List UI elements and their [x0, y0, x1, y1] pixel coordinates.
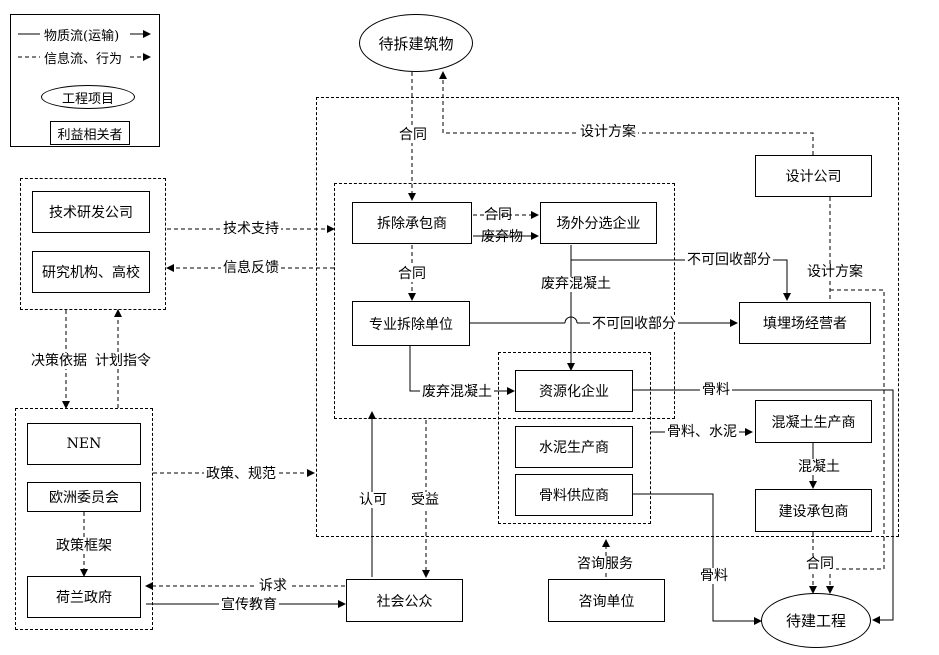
construction-contractor-node: 建设承包商 [755, 489, 872, 532]
edge-label-design-plan: 设计方案 [805, 264, 865, 280]
edge-label-contract: 合同 [396, 266, 428, 282]
legend-material-flow: 物质流(运输) [44, 29, 120, 44]
edge-label-publicity: 宣传教育 [219, 597, 279, 613]
project-to-build-node: 待建工程 [761, 593, 871, 648]
edge-label-contract: 合同 [484, 207, 512, 223]
legend-project-ellipse: 工程项目 [41, 85, 135, 109]
edge-label-policy-framework: 政策框架 [54, 538, 114, 554]
tech-rd-company-node: 技术研发公司 [32, 191, 150, 233]
professional-demolition-node: 专业拆除单位 [352, 301, 470, 346]
eu-commission-node: 欧洲委员会 [27, 482, 141, 512]
legend-stakeholder-box: 利益相关者 [50, 121, 130, 145]
aggregate-supplier-node: 骨料供应商 [515, 474, 633, 516]
edge-label-info-feedback: 信息反馈 [221, 260, 281, 276]
resource-enterprise-node: 资源化企业 [515, 370, 633, 412]
edge-label-waste: 废弃物 [481, 229, 523, 245]
edge-label-contract: 合同 [397, 127, 429, 143]
dutch-government-node: 荷兰政府 [27, 576, 141, 618]
project-boundary [316, 97, 899, 537]
edge-label-plan-directive: 计划指令 [93, 353, 153, 369]
offsite-sorting-node: 场外分选企业 [540, 202, 657, 244]
cement-producer-node: 水泥生产商 [515, 426, 633, 468]
edge-label-waste-concrete: 废弃混凝土 [420, 384, 494, 400]
edge-label-concrete: 混凝土 [796, 459, 842, 475]
edge-label-aggregate: 骨料 [700, 382, 732, 398]
public-node: 社会公众 [346, 579, 463, 622]
edge-label-non-recyclable: 不可回收部分 [685, 252, 773, 268]
demolition-contractor-node: 拆除承包商 [352, 202, 472, 244]
edge-label-design-plan: 设计方案 [578, 124, 638, 140]
demolition-group [334, 183, 675, 419]
research-institutes-node: 研究机构、高校 [32, 251, 150, 293]
landfill-operator-node: 填埋场经营者 [739, 302, 871, 344]
legend: 物质流(运输) 信息流、行为 工程项目 利益相关者 [10, 14, 160, 147]
edge-label-tech-support: 技术支持 [221, 221, 281, 237]
research-group [20, 178, 166, 310]
edge-label-contract: 合同 [804, 556, 836, 572]
edge-label-aggregate-cement: 骨料、水泥 [665, 424, 739, 440]
edge-label-benefit: 受益 [409, 492, 441, 508]
government-group [15, 408, 153, 630]
edge-label-waste-concrete: 废弃混凝土 [539, 276, 613, 292]
design-company-node: 设计公司 [755, 155, 872, 197]
consulting-unit-node: 咨询单位 [548, 579, 665, 622]
edge-label-decision-basis: 决策依据 [29, 353, 89, 369]
edge-label-aggregate: 骨料 [698, 568, 730, 584]
edge-label-appeal: 诉求 [257, 578, 289, 594]
building-to-demolish-node: 待拆建筑物 [359, 14, 473, 72]
legend-info-flow: 信息流、行为 [44, 52, 123, 67]
edge-label-non-recyclable: 不可回收部分 [590, 316, 678, 332]
concrete-producer-node: 混凝土生产商 [755, 400, 872, 443]
nen-node: NEN [27, 423, 141, 465]
edge-label-policy-norms: 政策、规范 [204, 466, 278, 482]
edge-label-consulting-service: 咨询服务 [575, 556, 635, 572]
recycling-group [498, 352, 651, 524]
edge-label-approval: 认可 [357, 492, 389, 508]
